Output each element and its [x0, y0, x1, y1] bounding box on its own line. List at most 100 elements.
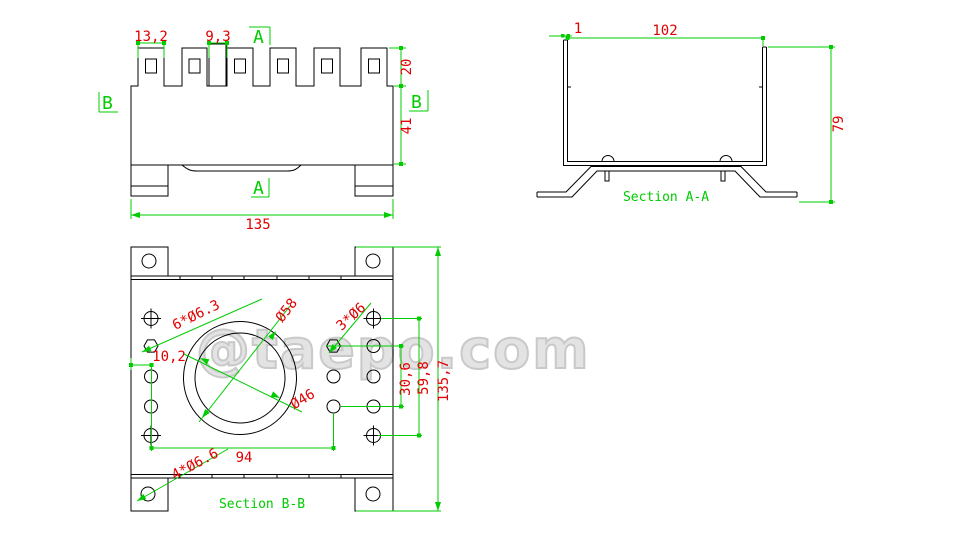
dim-tick: [566, 34, 570, 38]
corner-hole: [365, 486, 381, 502]
dim-slot-width: 9,3: [205, 29, 230, 45]
bracket-lower-profile: [537, 170, 797, 198]
leader-line: [328, 302, 372, 354]
terminal-hole: [188, 58, 201, 74]
leader-line: [141, 298, 263, 353]
dim-tick: [331, 446, 336, 450]
dim-arrow: [131, 212, 140, 218]
outer-circle: [183, 321, 297, 435]
dim-hole-spacing: 94: [236, 450, 253, 466]
dim-tick: [129, 363, 133, 367]
round-hole: [366, 369, 381, 384]
channel-outer: [563, 40, 767, 166]
dim-tick: [417, 433, 421, 438]
dim-total-width: 135: [245, 217, 270, 233]
round-hole: [326, 369, 341, 384]
section-marker-b-left: B: [102, 93, 113, 114]
bottom-bump: [719, 155, 733, 162]
dim-total-height-aa: 79: [831, 116, 847, 133]
dim-tick: [225, 41, 229, 45]
leader-arrow: [268, 331, 276, 340]
bracket-pin: [720, 170, 726, 182]
dim-tick: [829, 200, 833, 204]
front-body-outline: [130, 47, 394, 166]
section-marker-a-top: A: [253, 27, 264, 48]
screw-hole: [363, 308, 384, 329]
section-aa-view: 1 102 79 Section A-A: [536, 21, 847, 205]
hex-hole: [143, 339, 159, 353]
tab-bottom-right: [354, 478, 394, 512]
leader-line: [136, 448, 229, 502]
section-marker-b-right: B: [411, 92, 422, 113]
section-aa-title: Section A-A: [623, 190, 709, 205]
front-left-foot: [130, 165, 169, 197]
dim-arrow: [435, 247, 441, 256]
front-bottom-arc: [181, 164, 302, 172]
dim-tick: [136, 41, 140, 45]
corner-hole: [365, 253, 381, 269]
dim-tick: [399, 84, 403, 88]
terminal-hole: [277, 58, 289, 74]
bracket-upper-profile: [537, 166, 797, 193]
section-marker-a-bottom: A: [253, 178, 264, 199]
dim-tick: [565, 36, 570, 40]
inner-circle: [194, 332, 286, 424]
leader-arrow: [137, 493, 147, 501]
dim-tick: [761, 36, 765, 40]
front-narrow-tooth: [208, 43, 227, 87]
front-view: 13,2 9,3 20 41 135: [98, 26, 429, 233]
edge-ticks-bottom: [179, 474, 342, 478]
dim-row-span: 30,6: [398, 362, 414, 396]
dim-body-height: 41: [399, 118, 415, 135]
leader-arrow: [270, 391, 280, 398]
terminal-hole: [145, 58, 157, 74]
section-bb-view: 10,2 94 30,6 59,8: [129, 246, 452, 512]
tab-top-right: [354, 246, 394, 276]
leader-line: [198, 305, 291, 423]
dim-wall-thickness: 1: [574, 21, 582, 37]
dim-tick: [162, 41, 166, 45]
dim-tick: [207, 41, 211, 45]
dim-tick: [149, 363, 154, 367]
bracket-pin: [604, 170, 610, 182]
bottom-bump: [601, 155, 615, 162]
leader-arrow: [142, 345, 152, 352]
screw-hole: [141, 308, 161, 329]
dim-tick: [399, 46, 403, 50]
watermark: @taepo.com: [195, 317, 591, 382]
dim-total-height-bb: 135,7: [436, 360, 452, 402]
dim-col-span: 59,8: [416, 361, 432, 395]
corner-hole: [140, 486, 156, 502]
channel-inner: [567, 40, 763, 162]
dim-edge-offset: 10,2: [152, 349, 186, 365]
tab-top-left: [130, 246, 169, 276]
leader-arrow: [202, 409, 210, 418]
dim-tick: [399, 344, 403, 348]
dim-tick: [399, 162, 403, 166]
dim-tooth-width: 13,2: [134, 29, 168, 45]
front-right-foot: [354, 165, 394, 197]
dim-inner-circle: Ø46: [288, 386, 318, 413]
dim-inner-width: 102: [652, 23, 677, 39]
dim-tick: [417, 316, 421, 321]
corner-hole: [141, 253, 157, 269]
edge-ticks-top: [179, 276, 342, 280]
leader-arrow: [200, 358, 210, 365]
dim-tick: [561, 34, 565, 38]
dim-tick: [149, 446, 154, 450]
section-bb-title: Section B-B: [219, 497, 305, 512]
tab-bottom-left: [130, 478, 169, 512]
round-hole: [326, 399, 341, 414]
dim-outer-circle: Ø58: [273, 296, 301, 326]
dim-tick: [829, 45, 833, 49]
leader-line: [183, 353, 303, 413]
dim-arrow: [435, 502, 441, 511]
terminal-hole: [368, 58, 380, 74]
dim-arrow: [384, 212, 393, 218]
leader-arrow: [329, 344, 338, 353]
dim-holes-three: 3*Ø6: [333, 300, 369, 334]
terminal-hole: [321, 58, 333, 74]
terminal-hole: [234, 58, 246, 74]
